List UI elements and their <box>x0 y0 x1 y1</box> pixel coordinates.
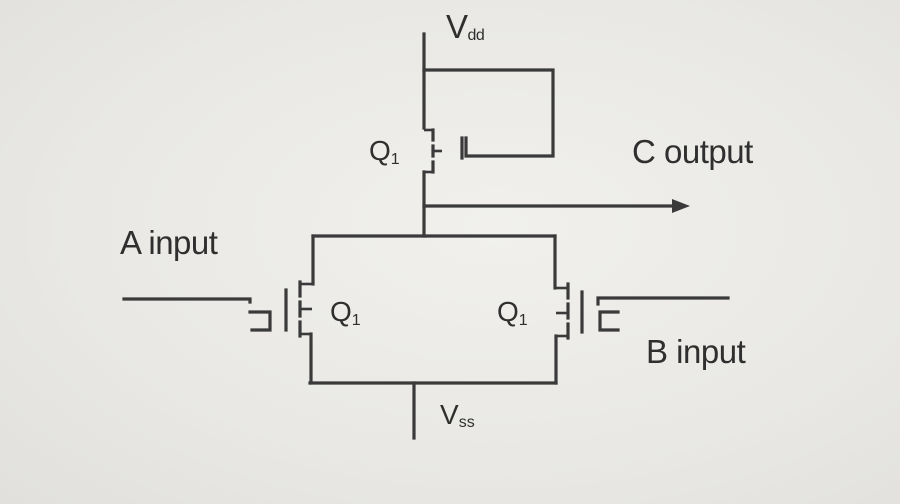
vss-label: Vss <box>440 399 475 431</box>
top-gate-feedback-wire <box>422 68 555 158</box>
output-wire <box>422 199 690 213</box>
output-arrow-icon <box>672 199 690 213</box>
q-left-label: Q1 <box>330 296 361 329</box>
q-top-label: Q1 <box>369 135 400 168</box>
right-transistor <box>553 234 730 385</box>
top-transistor <box>422 32 555 238</box>
c-output-label: C output <box>632 133 753 170</box>
a-input-label: A input <box>120 224 218 261</box>
parallel-network <box>308 234 558 440</box>
b-gate-lead <box>598 310 620 332</box>
q-right-label: Q1 <box>497 296 528 329</box>
b-input-label: B input <box>646 333 746 370</box>
a-input-wire <box>122 297 252 304</box>
a-gate-lead <box>248 310 272 332</box>
left-transistor <box>122 234 315 385</box>
b-input-wire <box>596 296 730 306</box>
vdd-label: Vdd <box>446 8 484 45</box>
